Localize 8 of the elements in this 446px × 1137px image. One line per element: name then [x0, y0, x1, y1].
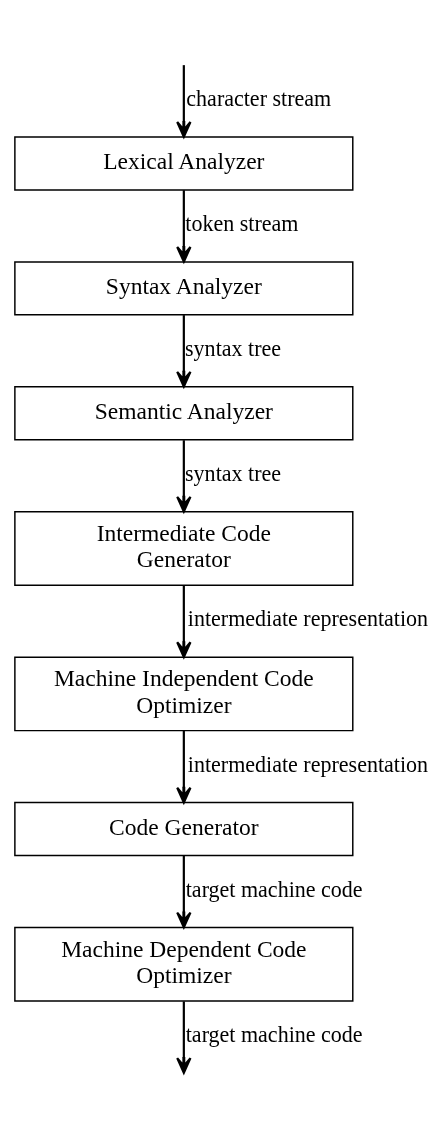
edge-label: syntax tree: [184, 460, 281, 486]
edge-label: character stream: [185, 85, 331, 111]
edge-label: target machine code: [185, 1021, 363, 1047]
edge-label: syntax tree: [184, 335, 281, 361]
edge-label: intermediate representation: [187, 605, 428, 631]
edge-label: target machine code: [185, 876, 363, 902]
edge-label: intermediate representation: [187, 751, 428, 777]
edge-label: token stream: [184, 210, 298, 236]
